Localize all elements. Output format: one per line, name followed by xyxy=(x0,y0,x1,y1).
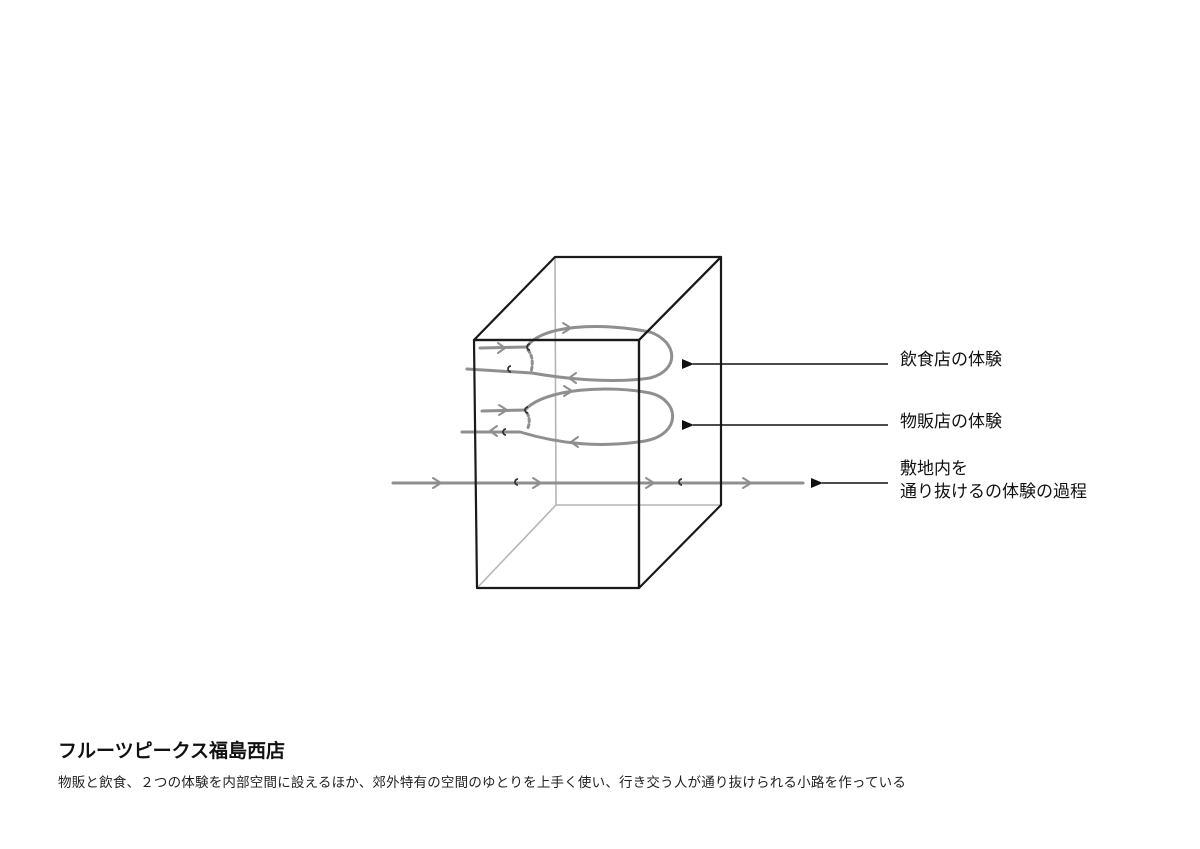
door-marks xyxy=(502,343,683,486)
box-side-face xyxy=(637,255,723,590)
page-title: フルーツピークス福島西店 xyxy=(58,740,286,762)
door-mark xyxy=(524,406,529,414)
hidden-edge-vertical xyxy=(554,256,557,506)
direction-arrow xyxy=(563,385,573,397)
door-mark xyxy=(507,365,512,373)
direction-arrow xyxy=(497,342,506,354)
direction-arrow xyxy=(532,477,542,489)
passage-label-line-2: 通り抜けるの体験の過程 xyxy=(900,482,1087,502)
door-mark xyxy=(678,478,683,486)
dining-path-connector xyxy=(526,348,534,374)
direction-arrow xyxy=(568,372,577,384)
retail-path-loop xyxy=(460,387,675,446)
box-visible-edges xyxy=(472,255,723,590)
retail-path-entry xyxy=(480,408,527,413)
direction-arrow xyxy=(432,477,442,489)
passage-label-line-1: 敷地内を xyxy=(900,459,968,479)
path-direction-arrows xyxy=(432,322,752,489)
direction-arrow xyxy=(742,477,752,489)
retail-experience-label: 物販店の体験 xyxy=(900,412,1002,432)
direction-arrow xyxy=(498,404,508,416)
door-mark xyxy=(526,343,531,351)
door-mark xyxy=(514,478,519,486)
direction-arrow xyxy=(562,322,572,334)
direction-arrow xyxy=(489,425,498,437)
dining-experience-label: 飲食店の体験 xyxy=(900,350,1002,370)
direction-arrow xyxy=(645,477,655,489)
passage-experience-label: 敷地内を 通り抜けるの体験の過程 xyxy=(900,458,1087,504)
direction-arrow xyxy=(570,436,579,448)
hidden-edge-diagonal xyxy=(476,504,557,589)
page-caption: 物販と飲食、２つの体験を内部空間に設えるほか、郊外特有の空間のゆとりを上手く使い… xyxy=(58,775,907,791)
retail-path-connector xyxy=(525,411,531,432)
box-hidden-edges xyxy=(476,256,720,589)
annotation-pointers xyxy=(682,359,888,488)
circulation-paths xyxy=(391,325,805,485)
door-mark xyxy=(502,428,507,436)
